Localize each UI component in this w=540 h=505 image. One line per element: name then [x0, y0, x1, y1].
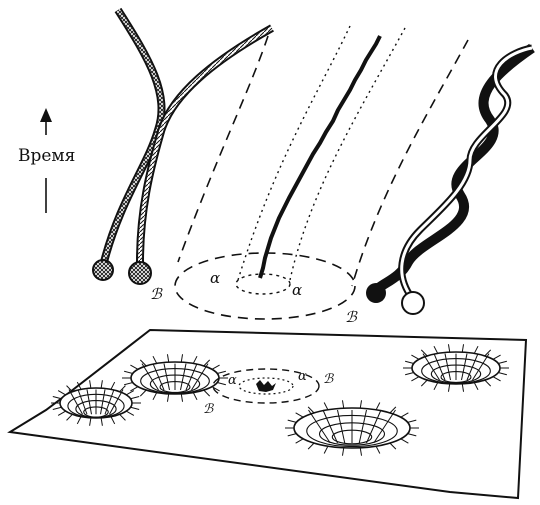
inner-dotted-tube [236, 26, 405, 294]
label-a: α [228, 374, 237, 387]
label-b: ℬ [203, 403, 213, 416]
label-b: ℬ [150, 287, 162, 302]
label-a: α [210, 271, 220, 286]
label-a: α [292, 283, 302, 298]
label-b: ℬ [345, 310, 357, 325]
right-worldline-pair [366, 48, 532, 314]
central-jagged-worldline [260, 36, 380, 278]
left-worldline-pair [93, 10, 272, 284]
label-a: α [298, 370, 307, 383]
label-b: ℬ [323, 373, 333, 386]
time-axis-label: Время [18, 148, 75, 165]
